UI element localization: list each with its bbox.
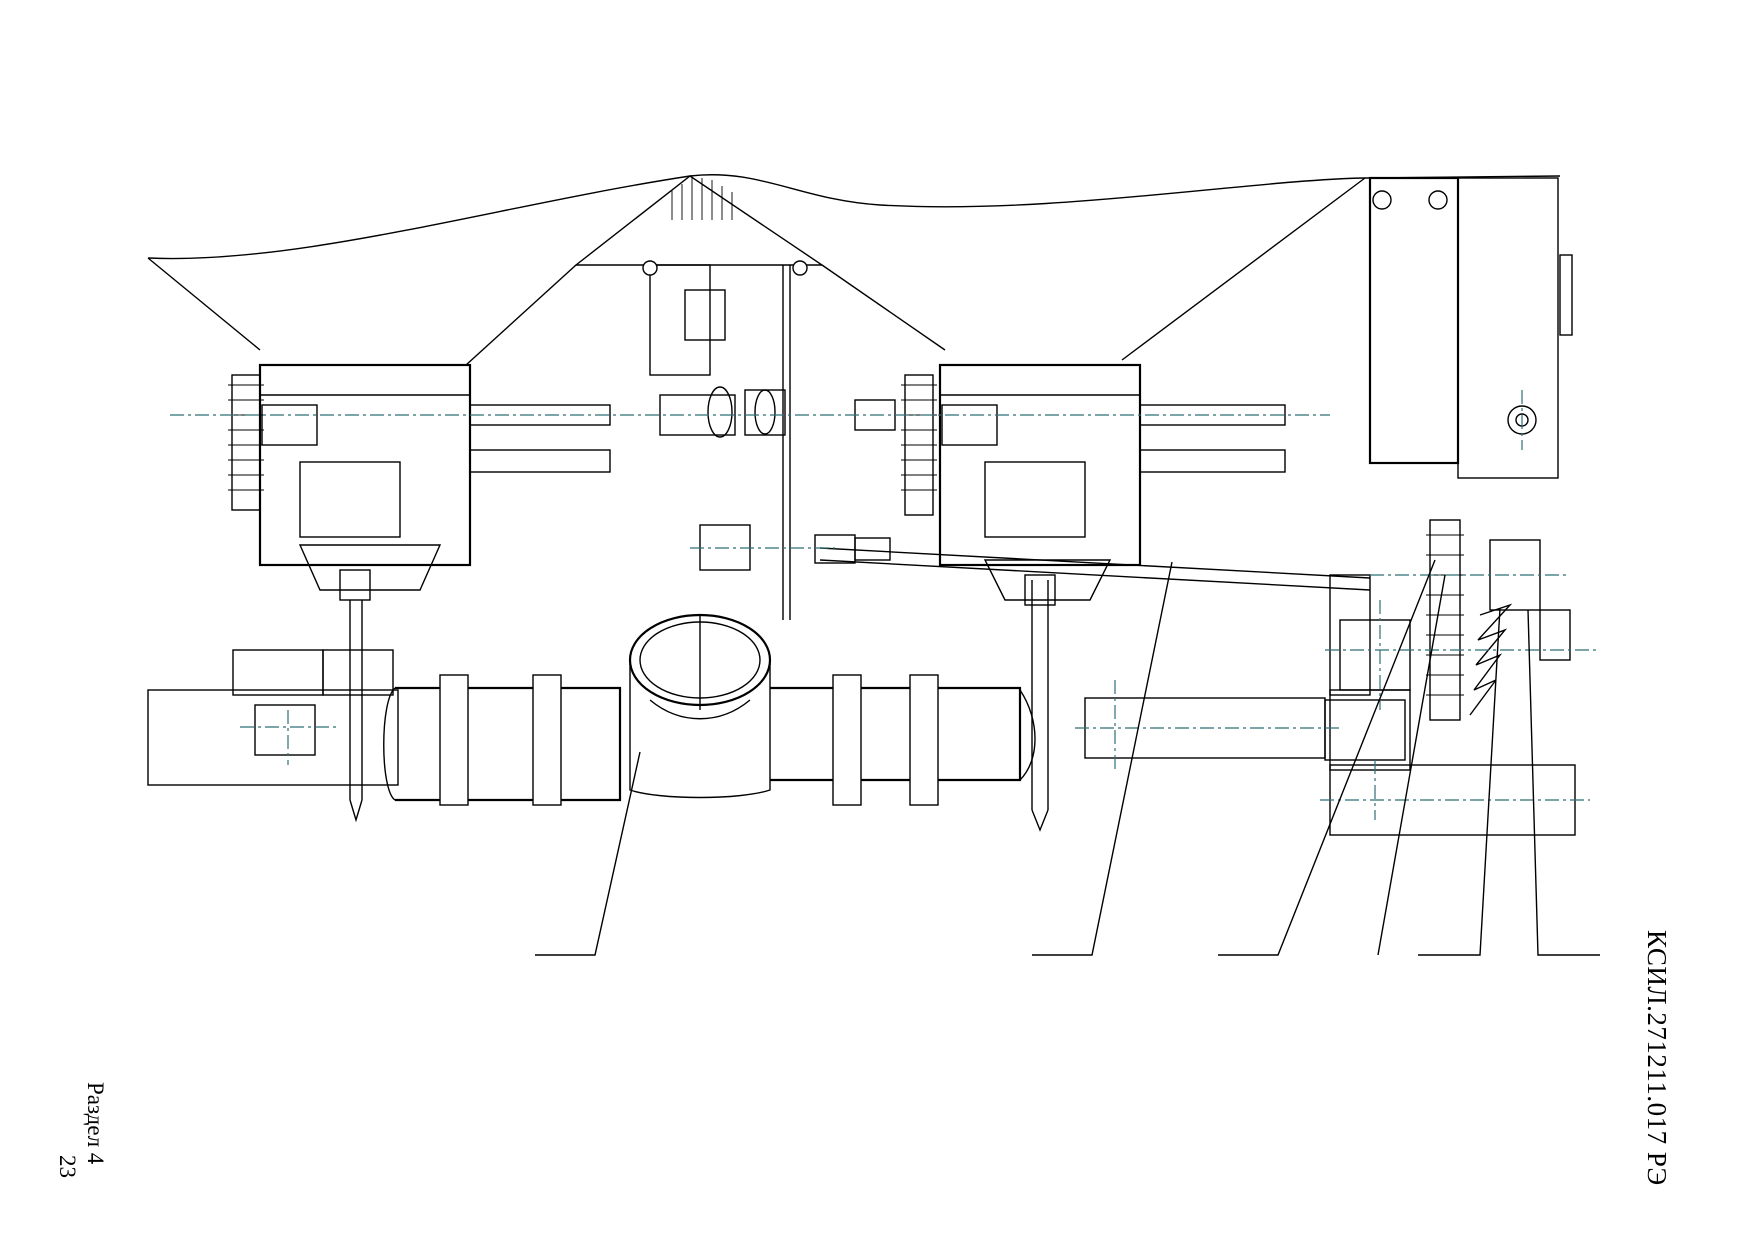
top-hatch	[671, 178, 733, 220]
drive-sprocket	[1426, 519, 1464, 721]
section-label: Раздел 4	[83, 1082, 108, 1165]
lower-drive-shaft	[699, 524, 1371, 591]
central-bracket	[642, 260, 808, 620]
leader-line-1	[535, 751, 641, 956]
tension-spring	[1469, 539, 1571, 716]
hopper-tube	[628, 613, 772, 799]
leader-line-2	[1032, 561, 1173, 956]
leader-line-6	[1527, 609, 1600, 956]
right-seed-meter	[938, 363, 1142, 606]
wheel-drive-bracket	[1329, 176, 1576, 836]
right-coulter	[1031, 580, 1049, 832]
page-number: 23	[55, 1155, 80, 1178]
main-axle-tube	[383, 674, 1036, 806]
upper-drive-shaft	[469, 386, 1286, 473]
left-drive-gear	[228, 374, 264, 511]
leader-lines	[535, 559, 1600, 956]
leader-line-3	[1218, 559, 1436, 956]
leader-line-5	[1418, 607, 1501, 956]
top-cover-outline	[147, 174, 1561, 366]
document-code: КСИЛ.271211.017 РЭ	[1642, 930, 1672, 1186]
left-frame-beam	[147, 600, 399, 823]
left-seed-meter	[258, 363, 472, 601]
center-axis-lines	[170, 390, 1600, 820]
leader-line-4	[1377, 574, 1446, 956]
right-drive-gear	[901, 374, 937, 516]
